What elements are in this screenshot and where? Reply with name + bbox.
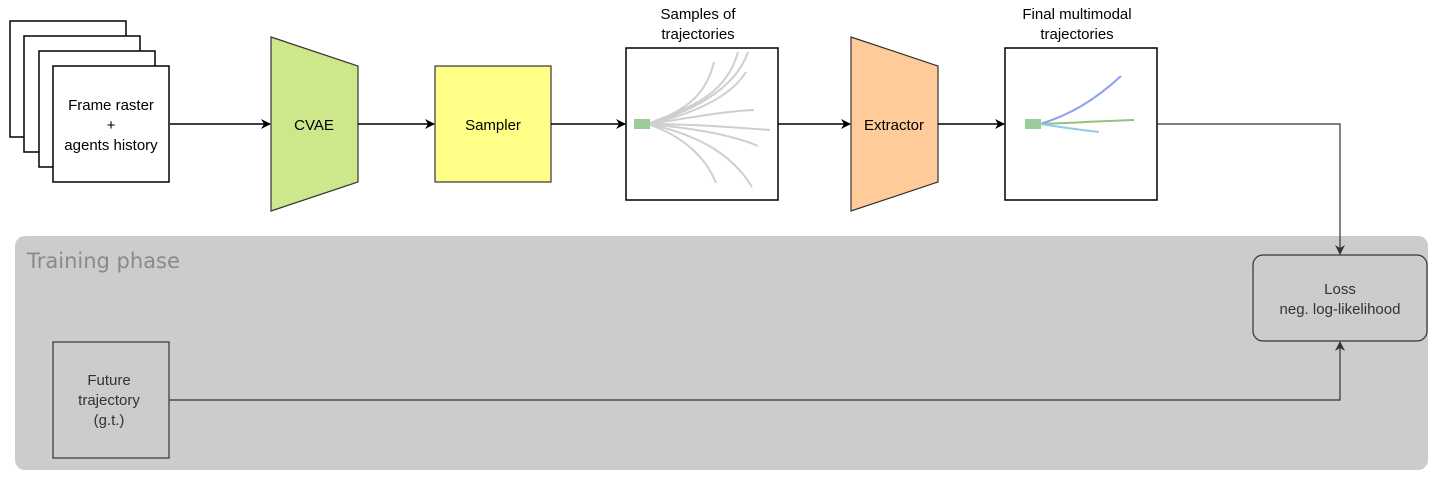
training-phase-background: [15, 236, 1428, 470]
extractor-shape: [850, 36, 939, 212]
edge-future-to-loss: [169, 341, 1345, 401]
input-label-line-2: +: [107, 117, 116, 134]
future-label-line-1: Future: [87, 372, 130, 389]
training-phase-group: Training phase: [15, 236, 1428, 470]
input-label-line-3: agents history: [64, 137, 158, 154]
sample-trajectory: [647, 71, 747, 125]
final-caption-line-2: trajectories: [1040, 26, 1113, 43]
input-frame-layer-front: [52, 65, 170, 183]
samples-caption-line-2: trajectories: [661, 26, 734, 43]
input-label-line-1: Frame raster: [68, 97, 154, 114]
sample-trajectory: [647, 51, 749, 125]
loss-node: Loss neg. log-likelihood: [1252, 254, 1428, 342]
edge-final-to-loss: [1157, 123, 1345, 255]
sampler-label: Sampler: [465, 117, 521, 134]
samples-caption-line-1: Samples of: [660, 6, 736, 23]
sample-trajectory: [647, 123, 717, 184]
cvae-label: CVAE: [294, 117, 334, 134]
final-caption-line-1: Final multimodal: [1022, 6, 1131, 23]
sampler-shape: [434, 65, 552, 183]
extractor-label: Extractor: [864, 117, 924, 134]
sample-trajectory: [647, 123, 771, 131]
loss-shape: [1252, 254, 1428, 342]
edges: [169, 119, 1345, 401]
sample-trajectory: [647, 109, 755, 125]
loss-label-line-2: neg. log-likelihood: [1280, 301, 1401, 318]
final-agent-marker: [1025, 119, 1041, 129]
samples-node: Samples of trajectories: [625, 6, 779, 201]
sample-trajectory: [647, 123, 753, 188]
future-label-line-2: trajectory: [78, 392, 140, 409]
samples-agent-marker: [634, 119, 650, 129]
sample-trajectory: [647, 123, 759, 147]
cvae-shape: [270, 36, 359, 212]
sampler-node: Sampler: [434, 65, 552, 183]
sample-trajectories: [647, 51, 771, 188]
final-node: Final multimodal trajectories: [1004, 6, 1158, 201]
loss-label-line-1: Loss: [1324, 281, 1356, 298]
cvae-node: CVAE: [270, 36, 359, 212]
final-trajectory-1: [1039, 75, 1122, 125]
final-trajectory-2: [1039, 119, 1135, 125]
sample-trajectory: [647, 61, 715, 125]
final-trajectory-3: [1039, 123, 1100, 133]
training-phase-label: Training phase: [26, 249, 180, 273]
future-trajectory-node: Future trajectory (g.t.): [52, 341, 170, 459]
future-trajectory-shape: [52, 341, 170, 459]
future-label-line-3: (g.t.): [94, 412, 125, 429]
extractor-node: Extractor: [850, 36, 939, 212]
input-frame-stack: Frame raster + agents history: [9, 20, 170, 183]
